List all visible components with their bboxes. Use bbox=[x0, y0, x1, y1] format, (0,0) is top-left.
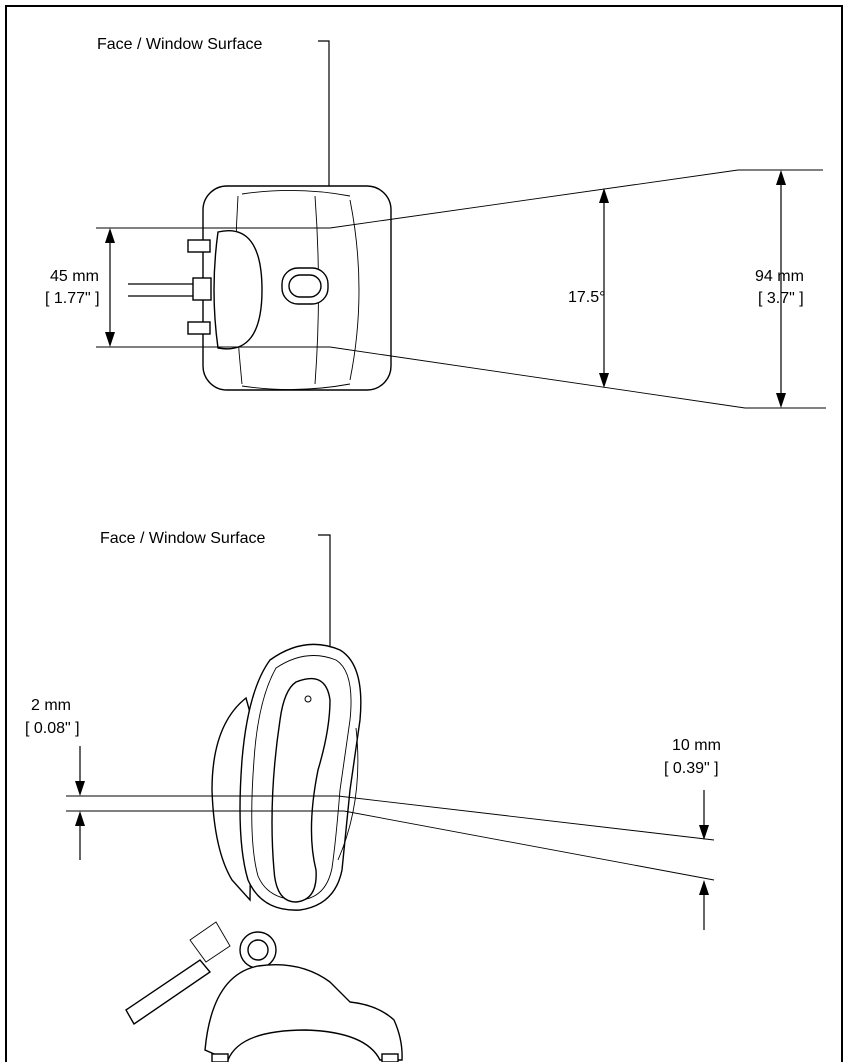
top-housing-arc-top bbox=[241, 189, 351, 197]
top-fov-line-lower bbox=[329, 346, 826, 409]
top-height-arrow-up bbox=[105, 228, 115, 243]
top-cable bbox=[128, 283, 193, 297]
side-cable-strain-relief bbox=[189, 921, 231, 963]
top-height-mm: 45 mm bbox=[50, 268, 99, 285]
side-face-plate bbox=[337, 727, 359, 861]
top-field-arrow-down bbox=[776, 393, 786, 408]
side-window bbox=[271, 677, 331, 903]
top-field-arrow-up bbox=[776, 170, 786, 185]
side-near-mm: 2 mm bbox=[31, 697, 71, 714]
side-body-inner-edge bbox=[251, 655, 352, 901]
side-stand-base bbox=[204, 964, 403, 1061]
side-near-in: [ 0.08" ] bbox=[25, 720, 80, 737]
side-far-mm: 10 mm bbox=[672, 737, 721, 754]
top-view: Face / Window Surface 45 mm bbox=[45, 36, 826, 409]
side-far-arrow-down bbox=[699, 825, 709, 840]
side-far-in: [ 0.39" ] bbox=[664, 760, 719, 777]
top-height-arrow-down bbox=[105, 332, 115, 347]
side-face-leader bbox=[318, 534, 331, 682]
top-clip-lower bbox=[187, 321, 211, 335]
side-scan-line-upper bbox=[66, 795, 715, 841]
side-near-arrow-up bbox=[75, 811, 85, 826]
top-button-inner bbox=[288, 274, 322, 298]
side-near-arrow-down bbox=[75, 781, 85, 796]
side-foot-left bbox=[211, 1053, 229, 1062]
side-cable bbox=[125, 959, 212, 1026]
top-rear-bracket bbox=[213, 230, 263, 350]
side-indicator-dot bbox=[304, 695, 312, 703]
top-fov-line-upper bbox=[329, 169, 823, 229]
top-clip-upper bbox=[187, 239, 211, 253]
side-pivot-inner bbox=[247, 939, 269, 961]
top-housing-arc-bottom bbox=[241, 383, 351, 391]
top-angle-label: 17.5° bbox=[568, 289, 606, 306]
side-scanner-body bbox=[125, 643, 403, 1062]
side-foot-right bbox=[381, 1053, 399, 1062]
top-cable-connector bbox=[192, 277, 212, 301]
frame-border bbox=[5, 5, 843, 1062]
top-angle-arrow-down bbox=[599, 373, 609, 388]
top-height-in: [ 1.77" ] bbox=[45, 290, 100, 307]
top-field-mm: 94 mm bbox=[755, 268, 804, 285]
top-scanner-body bbox=[128, 185, 392, 391]
side-far-arrow-up bbox=[699, 880, 709, 895]
top-housing-curve-right bbox=[349, 199, 360, 381]
side-face-label: Face / Window Surface bbox=[100, 530, 266, 547]
top-angle-arrow-up bbox=[599, 188, 609, 203]
top-field-in: [ 3.7" ] bbox=[758, 290, 804, 307]
side-scan-line-lower bbox=[66, 810, 715, 881]
side-view: Face / Window Surface bbox=[25, 530, 721, 1062]
top-face-label: Face / Window Surface bbox=[97, 36, 263, 53]
